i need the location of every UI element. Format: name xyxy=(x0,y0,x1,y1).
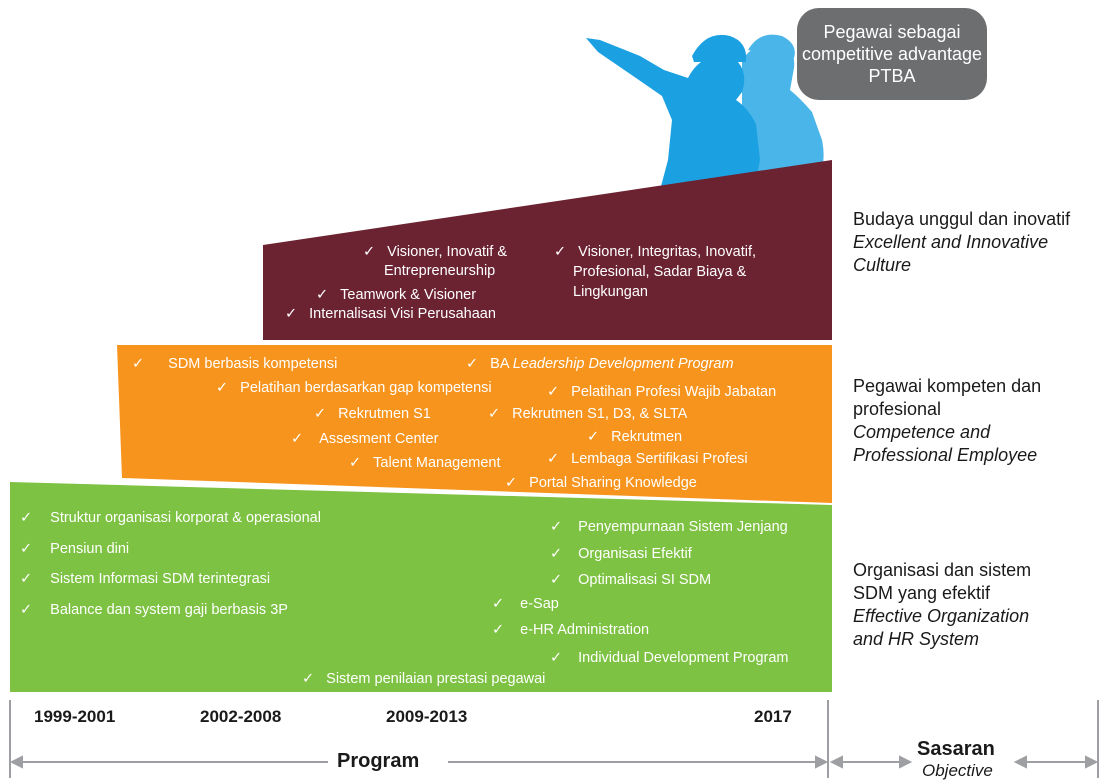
competence-band xyxy=(117,345,832,503)
culture-item: Entrepreneurship xyxy=(384,263,496,279)
competence-item: ✓Lembaga Sertifikasi Profesi xyxy=(547,451,748,467)
program-label: Program xyxy=(337,750,420,772)
culture-item: Profesional, Sadar Biaya & xyxy=(573,264,747,280)
check-icon: ✓ xyxy=(302,671,315,687)
culture-item: ✓Visioner, Inovatif & xyxy=(363,244,507,260)
check-icon: ✓ xyxy=(587,429,600,445)
check-icon: ✓ xyxy=(547,384,560,400)
competence-item: ✓Rekrutmen S1, D3, & SLTA xyxy=(488,406,688,422)
worker-figure-front-icon xyxy=(586,34,760,190)
check-icon: ✓ xyxy=(466,356,479,372)
check-icon: ✓ xyxy=(488,406,501,422)
culture-item: ✓Internalisasi Visi Perusahaan xyxy=(285,306,496,322)
check-icon: ✓ xyxy=(554,244,567,260)
check-icon: ✓ xyxy=(349,455,362,471)
culture-item: Lingkungan xyxy=(573,284,648,300)
year-label: 2002-2008 xyxy=(200,707,282,726)
sasaran-label: Sasaran xyxy=(917,738,995,760)
organization-item: ✓Individual Development Program xyxy=(550,650,789,666)
culture-item: ✓Teamwork & Visioner xyxy=(316,287,477,303)
competence-item: ✓Pelatihan berdasarkan gap kompetensi xyxy=(216,380,492,396)
check-icon: ✓ xyxy=(316,287,329,303)
organization-item: ✓Struktur organisasi korporat & operasio… xyxy=(20,510,321,526)
objective-organization: Organisasi dan sistem SDM yang efektif E… xyxy=(853,560,1032,649)
goal-bubble: Pegawai sebagai competitive advantage PT… xyxy=(797,8,987,100)
check-icon: ✓ xyxy=(492,622,505,638)
timeline-ticks xyxy=(9,700,1099,778)
bubble-line: Pegawai sebagai xyxy=(823,22,961,42)
organization-item: ✓e-HR Administration xyxy=(492,622,650,638)
competence-item: ✓Portal Sharing Knowledge xyxy=(505,475,697,491)
competence-item: ✓BA Leadership Development Program xyxy=(466,356,734,372)
organization-item: ✓Optimalisasi SI SDM xyxy=(550,572,712,588)
check-icon: ✓ xyxy=(20,571,33,587)
check-icon: ✓ xyxy=(550,519,563,535)
objective-competence: Pegawai kompeten dan profesional Compete… xyxy=(853,376,1042,465)
check-icon: ✓ xyxy=(20,602,33,618)
organization-item: ✓Sistem Informasi SDM terintegrasi xyxy=(20,571,271,587)
year-label: 2009-2013 xyxy=(386,707,468,726)
culture-item: ✓Visioner, Integritas, Inovatif, xyxy=(554,244,757,260)
competence-item: ✓Pelatihan Profesi Wajib Jabatan xyxy=(547,384,777,400)
objective-culture: Budaya unggul dan inovatif Excellent and… xyxy=(853,209,1071,275)
organization-item: ✓Penyempurnaan Sistem Jenjang xyxy=(550,519,788,535)
worker-figure-back-icon xyxy=(742,34,824,190)
year-label: 1999-2001 xyxy=(34,707,116,726)
competence-item: ✓Assesment Center xyxy=(291,431,439,447)
check-icon: ✓ xyxy=(505,475,518,491)
year-label: 2017 xyxy=(754,707,792,726)
bubble-line: competitive advantage xyxy=(801,44,983,64)
culture-band xyxy=(263,160,832,340)
organization-item: ✓e-Sap xyxy=(492,596,559,612)
check-icon: ✓ xyxy=(132,356,145,372)
check-icon: ✓ xyxy=(291,431,304,447)
organization-item: ✓Balance dan system gaji berbasis 3P xyxy=(20,602,288,618)
program-arrow xyxy=(9,755,829,769)
check-icon: ✓ xyxy=(20,510,33,526)
check-icon: ✓ xyxy=(550,546,563,562)
bubble-line: PTBA xyxy=(868,66,916,86)
competence-item: ✓SDM berbasis kompetensi xyxy=(132,356,338,372)
organization-item: ✓Sistem penilaian prestasi pegawai xyxy=(302,671,546,687)
check-icon: ✓ xyxy=(216,380,229,396)
competence-item: ✓Rekrutmen xyxy=(587,429,683,445)
organization-band xyxy=(10,482,832,692)
competence-item: ✓Talent Management xyxy=(349,455,501,471)
check-icon: ✓ xyxy=(550,572,563,588)
check-icon: ✓ xyxy=(285,306,298,322)
check-icon: ✓ xyxy=(492,596,505,612)
check-icon: ✓ xyxy=(547,451,560,467)
check-icon: ✓ xyxy=(314,406,327,422)
check-icon: ✓ xyxy=(20,541,33,557)
check-icon: ✓ xyxy=(363,244,376,260)
organization-item: ✓Organisasi Efektif xyxy=(550,546,692,562)
competence-item: ✓Rekrutmen S1 xyxy=(314,406,431,422)
objective-label: Objective xyxy=(922,761,993,780)
organization-item: ✓Pensiun dini xyxy=(20,541,130,557)
check-icon: ✓ xyxy=(550,650,563,666)
sasaran-arrow xyxy=(829,755,1099,769)
